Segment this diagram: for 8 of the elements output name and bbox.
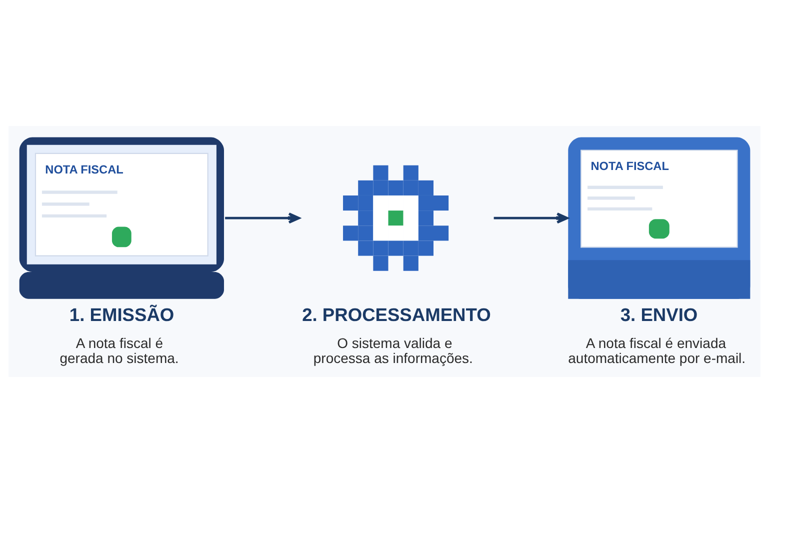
node-label: A nota fiscal é enviada automaticamente por e-mail. <box>568 334 746 366</box>
arrow <box>225 212 300 224</box>
node-label: 1. EMISSÃO <box>69 304 174 325</box>
node-label: 3. ENVIO <box>620 304 698 325</box>
node-label: 2. PROCESSAMENTO <box>302 304 491 325</box>
node-label: O sistema valida e processa as informações. <box>313 334 473 366</box>
arrow <box>494 212 568 224</box>
node-label: A nota fiscal é gerada no sistema. <box>60 334 179 366</box>
